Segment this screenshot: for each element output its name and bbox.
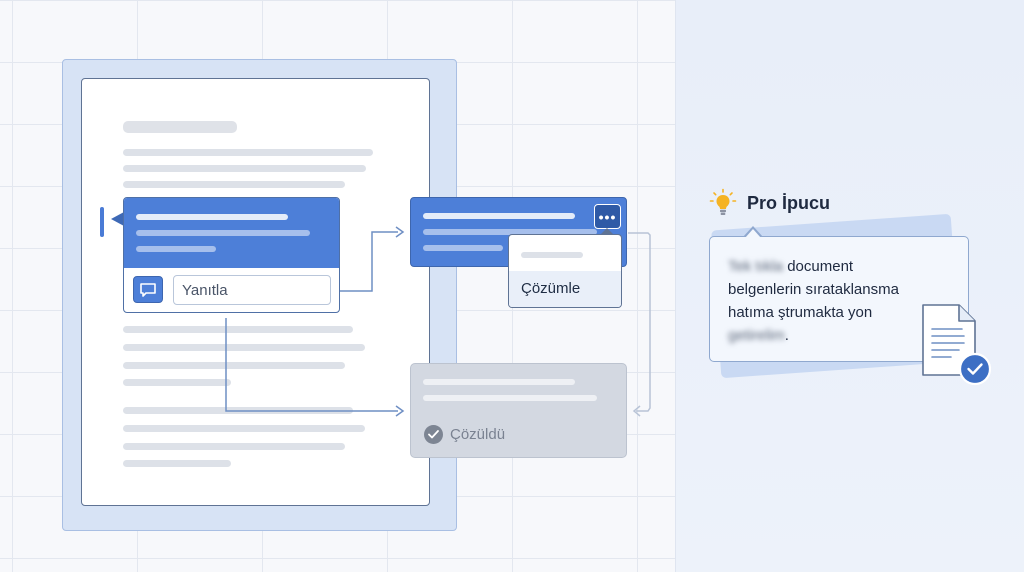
text-line [123,443,345,450]
tip-blurred-text: getirelim [728,327,785,344]
text-line [123,181,345,188]
comment-body [124,198,339,268]
check-circle-icon [424,425,443,444]
tip-line-1: Tek tıkla document [728,255,952,278]
text-line [123,344,365,351]
comment-text-line [423,379,575,385]
document-heading-placeholder [123,121,237,133]
tip-line-4: getirelim. [728,324,952,347]
menu-item-placeholder[interactable] [521,252,583,258]
tip-line-3: hatıma ştrumakta yon [728,304,873,321]
comment-pointer [111,212,124,226]
text-line [123,379,231,386]
tip-line-2: belgenlerin sırataklansma [728,281,899,298]
more-dots-icon: ••• [598,208,617,225]
document-check-icon [919,303,992,387]
resolved-comment-card[interactable]: Çözüldü [410,363,627,458]
text-line [123,149,373,156]
comment-text-line [423,245,503,251]
more-options-button[interactable]: ••• [594,204,621,229]
comment-text-line [136,214,288,220]
comment-text-line [136,230,310,236]
menu-caret [600,228,614,235]
comment-text-line [136,246,216,252]
tip-text: . [784,327,789,344]
tip-pointer-inner [745,229,761,238]
options-menu: Çözümle [508,234,622,308]
text-line [123,407,353,414]
text-line [123,326,353,333]
lightbulb-icon [708,188,738,218]
tip-blurred-text: Tek tıkla [728,258,784,275]
text-line [123,362,345,369]
tip-text: document [787,258,854,275]
comment-text-line [423,229,597,235]
resolved-status: Çözüldü [450,426,506,443]
text-line [123,165,366,172]
comment-text-line [423,395,597,401]
text-cursor-marker [100,207,104,237]
comment-text-line [423,213,575,219]
speech-bubble-icon[interactable] [133,276,163,303]
menu-item-resolve[interactable]: Çözümle [509,271,621,307]
comment-card[interactable]: Yanıtla [123,197,340,313]
tip-title: Pro İpucu [747,193,831,213]
text-line [123,425,365,432]
text-line [123,460,231,467]
reply-input[interactable]: Yanıtla [173,275,331,305]
